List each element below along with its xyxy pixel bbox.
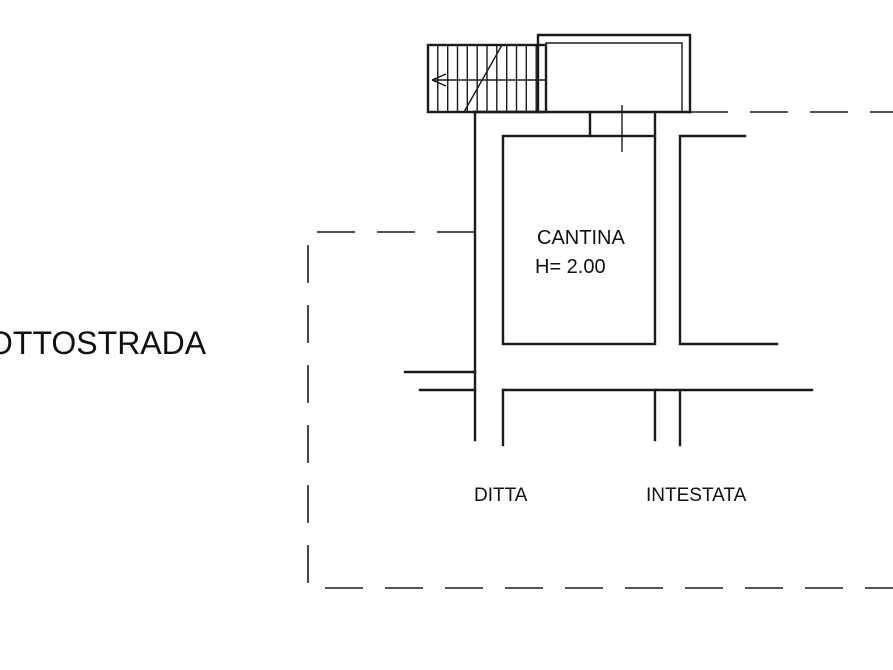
adjacent-room	[678, 134, 779, 346]
corridor-walls	[403, 110, 814, 447]
cantina-room	[501, 105, 657, 346]
landing-room	[536, 33, 692, 114]
owner-label-right: INTESTATA	[646, 485, 747, 506]
property-boundary	[307, 111, 893, 589]
stair-cut-line	[463, 44, 503, 113]
stair-arrow-head-bottom	[431, 79, 447, 87]
room-name-label: CANTINA	[537, 227, 625, 249]
staircase	[426, 43, 548, 114]
stair-treads	[437, 45, 537, 112]
room-height-label: H= 2.00	[535, 256, 606, 278]
owner-label-left: DITTA	[474, 485, 528, 506]
street-level-label: OTTOSTRADA	[0, 325, 207, 361]
stair-arrow-head-top	[431, 73, 447, 81]
